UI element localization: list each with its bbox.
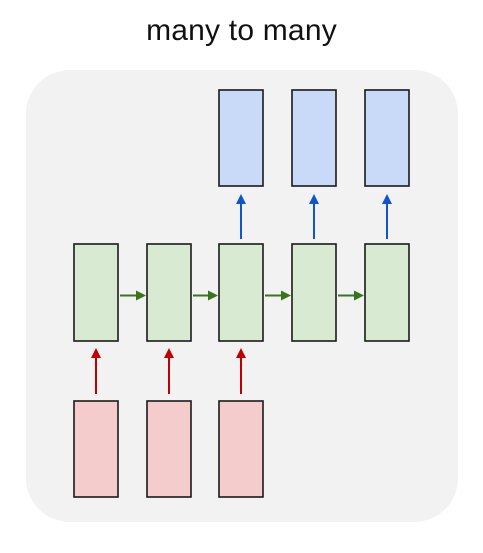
- output-cell-3: [364, 89, 410, 187]
- hidden-cell-2: [146, 243, 192, 342]
- input-cell-3: [218, 400, 264, 498]
- output-cell-1: [218, 89, 264, 187]
- input-cell-2: [146, 400, 192, 498]
- hidden-cell-1: [73, 243, 119, 342]
- arrows-layer: [91, 194, 392, 394]
- cells-layer: [73, 89, 410, 498]
- input-cell-1: [73, 400, 119, 498]
- hidden-cell-5: [364, 243, 410, 342]
- hidden-cell-3: [218, 243, 264, 342]
- diagram-title: many to many: [146, 14, 337, 47]
- output-cell-2: [291, 89, 337, 187]
- hidden-cell-4: [291, 243, 337, 342]
